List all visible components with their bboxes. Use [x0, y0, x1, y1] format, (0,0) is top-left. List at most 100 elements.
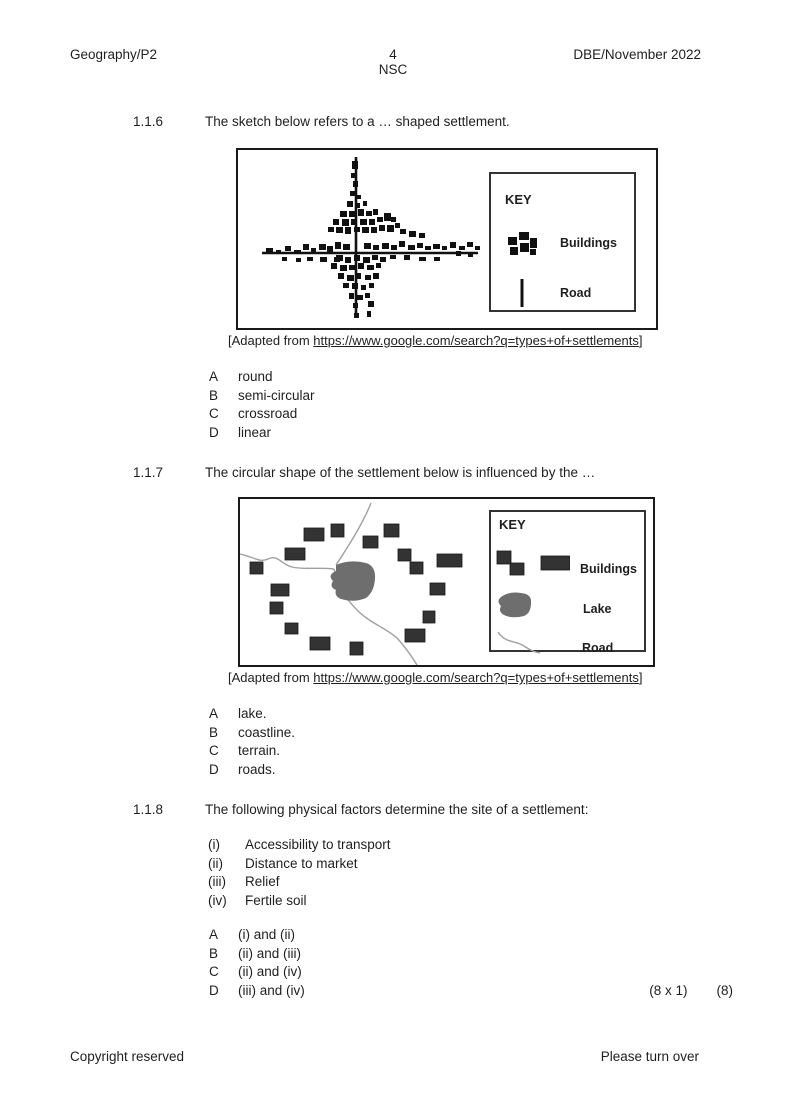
options-list: A (i) and (ii) B (ii) and (iii) C (ii) and … [205, 926, 733, 1000]
option-letter: C [209, 964, 219, 979]
header-page-number: 4 [389, 47, 397, 62]
option-letter: C [209, 743, 219, 758]
option-letter: C [209, 406, 219, 421]
option-letter: B [209, 724, 219, 740]
option-text: crossroad [238, 406, 298, 421]
mark-allocation: (8 x 1) [649, 982, 688, 998]
statement-text: Distance to market [245, 855, 358, 871]
key-label-road: Road [560, 285, 592, 300]
figure-crossroad-settlement: KEY Buildings Road [236, 148, 658, 330]
key-label-lake: Lake [583, 602, 612, 616]
statement-iii: (iii) Relief [205, 873, 733, 892]
key-title: KEY [505, 192, 532, 207]
option-text: (i) and (ii) [238, 927, 296, 942]
question-total: (8) [716, 982, 734, 998]
question-body: The sketch below refers to a … shaped se… [205, 112, 733, 442]
statement-ii: (ii) Distance to market [205, 855, 733, 874]
question-text: The following physical factors determine… [205, 802, 589, 817]
question-number: 1.1.6 [133, 114, 164, 129]
source-link[interactable]: https://www.google.com/search?q=types+of… [313, 670, 639, 685]
question-text: The circular shape of the settlement bel… [205, 465, 596, 480]
key-row-road: Road [505, 278, 634, 308]
option-letter: D [209, 982, 219, 998]
question-column: 1.1.6 The sketch below refers to a … sha… [133, 112, 733, 1000]
caption-prefix: [Adapted from [228, 670, 314, 685]
question-number: 1.1.7 [133, 465, 164, 480]
option-text: coastline. [238, 724, 296, 740]
option-text: roads. [238, 761, 276, 777]
crossroad-settlement-sketch [262, 157, 480, 318]
statement-numeral: (iv) [208, 892, 227, 908]
option-letter: A [209, 927, 219, 942]
question-number: 1.1.8 [133, 802, 164, 817]
option-letter: D [209, 424, 219, 440]
lake-icon [496, 589, 536, 624]
option-text: linear [238, 424, 272, 440]
option-letter: A [209, 706, 219, 721]
statement-i: (i)Accessibility to transport [205, 836, 733, 855]
footer-copyright: Copyright reserved [70, 1049, 185, 1064]
key-row-buildings: Buildings [505, 230, 634, 257]
road-line-icon [505, 278, 539, 308]
option-text: semi-circular [238, 387, 315, 403]
statement-text: Fertile soil [245, 892, 307, 908]
option-a: A (i) and (ii) [205, 926, 733, 945]
caption-prefix: [Adapted from [228, 333, 314, 348]
option-text: (iii) and (iv) [238, 982, 305, 998]
footer-turn-over: Please turn over [600, 1049, 699, 1064]
statements-list: (i)Accessibility to transport (ii) Distan… [205, 836, 733, 910]
question-1-1-8: 1.1.8 The following physical factors det… [133, 800, 733, 1000]
question-1-1-7: 1.1.7 The circular shape of the settleme… [133, 463, 733, 779]
statement-numeral: (ii) [208, 855, 223, 871]
option-letter: B [209, 387, 219, 403]
statement-numeral: (i) [208, 837, 220, 852]
marks-group: (8 x 1) (8) [649, 982, 733, 1001]
option-b: B (ii) and (iii) [205, 945, 733, 964]
option-letter: D [209, 761, 219, 777]
source-link[interactable]: https://www.google.com/search?q=types+of… [313, 333, 639, 348]
option-text: (ii) and (iv) [238, 964, 302, 979]
buildings-cluster-icon [505, 230, 539, 257]
option-text: (ii) and (iii) [238, 945, 302, 961]
figure-circular-settlement: KEY Buildings Lake Road [238, 497, 655, 667]
header-exam-session: DBE/November 2022 [573, 47, 701, 62]
key-label-road: Road [582, 641, 614, 655]
question-body: The following physical factors determine… [205, 800, 733, 1000]
header-doc-code: Geography/P2 [70, 47, 158, 62]
figure-caption: [Adapted from https://www.google.com/sea… [228, 332, 733, 350]
key-label-buildings: Buildings [580, 562, 637, 576]
caption-suffix: ] [638, 333, 643, 348]
road-icon [496, 630, 542, 661]
question-1-1-6: 1.1.6 The sketch below refers to a … sha… [133, 112, 733, 442]
buildings-icon [496, 550, 571, 583]
figure-caption: [Adapted from https://www.google.com/sea… [228, 669, 733, 687]
caption-suffix: ] [638, 670, 643, 685]
key-title: KEY [499, 517, 526, 532]
circular-settlement-sketch [240, 502, 463, 665]
option-letter: B [209, 945, 219, 961]
option-text: lake. [238, 706, 267, 721]
option-d: D (iii) and (iv) (8 x 1) (8) [205, 982, 733, 1001]
statement-numeral: (iii) [208, 874, 226, 889]
option-text: round [238, 369, 273, 384]
statement-iv: (iv) Fertile soil [205, 892, 733, 911]
option-letter: A [209, 369, 219, 384]
figure-key-box: KEY Buildings Road [489, 172, 636, 312]
header-exam-code: NSC [378, 62, 408, 77]
option-c: C (ii) and (iv) [205, 963, 733, 982]
option-text: terrain. [238, 743, 281, 758]
question-body: The circular shape of the settlement bel… [205, 463, 733, 779]
statement-text: Relief [245, 874, 280, 889]
key-label-buildings: Buildings [560, 236, 617, 250]
